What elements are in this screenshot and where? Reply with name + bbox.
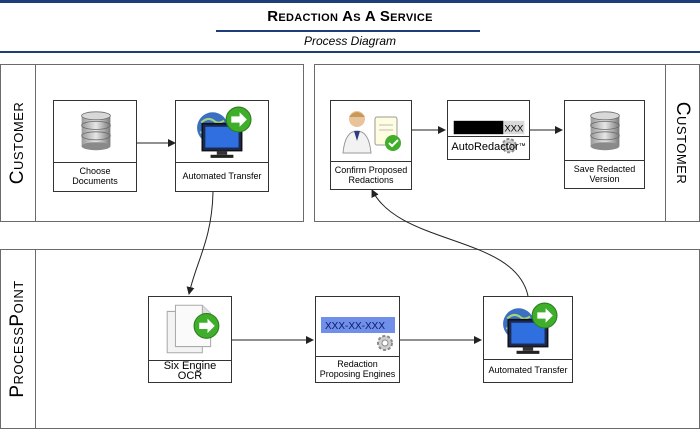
- node-confirm-redactions: Confirm Proposed Redactions: [330, 100, 412, 190]
- node-label: Choose Documents: [72, 166, 118, 186]
- monitor-transfer-icon: [197, 106, 252, 158]
- redaction-mask-text: XXX-XX-XXX: [325, 321, 385, 332]
- page-title: Redaction As A Service: [267, 8, 433, 25]
- node-automated-transfer-customer: Automated Transfer: [175, 100, 269, 192]
- header-divider: [0, 51, 700, 53]
- database-icon: [590, 111, 620, 151]
- highlight-gear-icon: XXX-XX-XXX: [321, 317, 395, 351]
- page-subtitle: Process Diagram: [303, 34, 397, 48]
- node-six-engine-ocr: Six Engine OCR: [148, 296, 232, 383]
- database-icon: [81, 111, 111, 151]
- node-redaction-engines: XXX-XX-XXX Redaction Proposing Engines: [315, 296, 400, 383]
- title-underline: [216, 30, 480, 32]
- processpoint-label: ProcessPoint: [7, 280, 28, 398]
- top-border: [0, 0, 700, 3]
- customer-left-label-box: [0, 64, 36, 222]
- trademark-mark: ™: [518, 143, 526, 150]
- reviewer-document-icon: [342, 111, 401, 154]
- node-label: Automated Transfer: [488, 365, 568, 375]
- processpoint-label-box: [0, 249, 36, 429]
- customer-right-label: Customer: [672, 101, 693, 185]
- autoredactor-mask-text: XXX: [504, 123, 524, 134]
- customer-left-label: Customer: [7, 101, 28, 185]
- node-choose-documents: Choose Documents: [53, 100, 137, 192]
- node-automated-transfer-pp: Automated Transfer: [483, 296, 573, 383]
- redaction-bar-gear-icon: XXX: [453, 120, 525, 154]
- node-save-redacted: Save Redacted Version: [564, 100, 645, 189]
- node-label: Automated Transfer: [182, 171, 262, 181]
- node-label: Redaction Proposing Engines: [319, 358, 396, 379]
- autoredactor-name: AutoRedactor: [451, 141, 519, 153]
- node-label: Six Engine OCR: [163, 359, 217, 382]
- document-scan-icon: [166, 304, 220, 354]
- node-label: Confirm Proposed Redactions: [334, 164, 408, 185]
- monitor-transfer-icon: [503, 302, 558, 354]
- node-label: Save Redacted Version: [573, 163, 636, 184]
